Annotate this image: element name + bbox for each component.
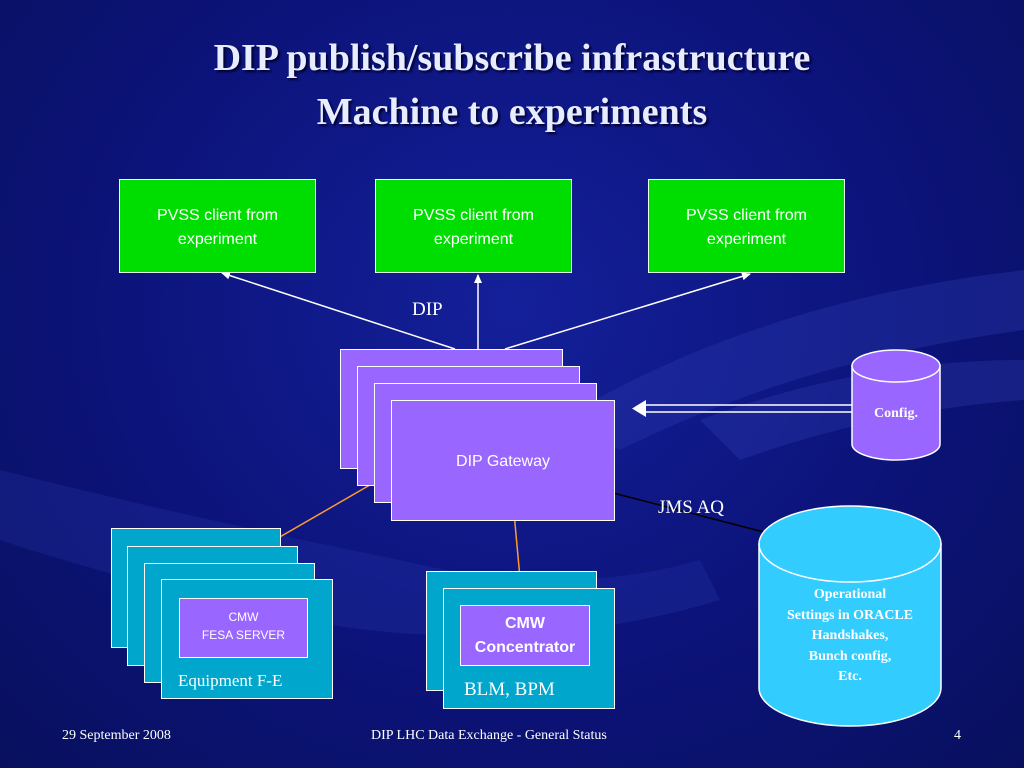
client-label: PVSS client from experiment — [686, 207, 807, 248]
oracle-line-4: Bunch config, — [808, 648, 892, 664]
oracle-line-3: Handshakes, — [811, 628, 889, 643]
oracle-database — [758, 505, 942, 727]
arrow-to-client-1 — [221, 271, 456, 350]
oracle-line-2: Settings in ORACLE — [786, 607, 914, 623]
title-line-2: Machine to experiments — [316, 91, 708, 133]
client-box-2: PVSS client from experiment — [375, 179, 572, 273]
config-label: Config. — [874, 406, 918, 421]
page-number: 4 — [954, 728, 961, 743]
client-box-1: PVSS client from experiment — [119, 179, 316, 273]
oracle-line-5: Etc. — [838, 669, 862, 684]
client-label: PVSS client from experiment — [157, 207, 278, 248]
dip-label: DIP — [412, 299, 443, 320]
config-database — [851, 349, 941, 461]
gateway-box: DIP Gateway — [391, 400, 615, 521]
equipment-label: Equipment F-E — [178, 671, 283, 690]
concentrator-line-2: Concentrator — [474, 639, 576, 656]
oracle-text: Operational Settings in ORACLE Handshake… — [757, 585, 943, 688]
oracle-line-1: Operational — [813, 587, 887, 602]
gateway-label: DIP Gateway — [456, 453, 550, 470]
client-box-3: PVSS client from experiment — [648, 179, 845, 273]
concentrator-box: CMW Concentrator — [460, 605, 590, 666]
fesa-line-2: FESA SERVER — [201, 628, 286, 642]
arrow-from-config — [632, 400, 646, 417]
concentrator-line-1: CMW — [505, 615, 545, 632]
arrow-to-client-3 — [504, 272, 751, 350]
client-label: PVSS client from experiment — [413, 207, 534, 248]
title-line-1: DIP publish/subscribe infrastructure — [213, 37, 811, 79]
fesa-line-1: CMW — [228, 610, 259, 624]
blm-box: CMW Concentrator — [443, 588, 615, 709]
jms-aq-label: JMS AQ — [658, 497, 724, 518]
footer-title: DIP LHC Data Exchange - General Status — [371, 728, 607, 743]
footer-date: 29 September 2008 — [62, 728, 171, 743]
equipment-box: CMW FESA SERVER — [161, 579, 333, 699]
blm-bpm-label: BLM, BPM — [464, 679, 555, 700]
fesa-server-box: CMW FESA SERVER — [179, 598, 308, 658]
